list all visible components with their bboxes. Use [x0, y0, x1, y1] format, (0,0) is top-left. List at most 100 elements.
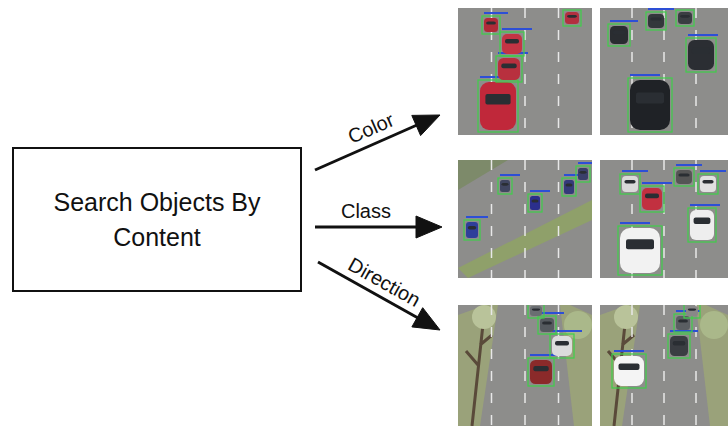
traffic-photo: [458, 301, 592, 426]
lane-marking: [524, 8, 526, 135]
bounding-box: [618, 226, 662, 275]
bounding-box: [674, 168, 694, 186]
car: [688, 205, 720, 242]
id-tag: [642, 182, 672, 184]
bounding-box: [528, 358, 554, 386]
photo-detail: [480, 82, 516, 130]
bounding-box: [576, 166, 590, 182]
arrow-line: [315, 226, 417, 229]
traffic-photo: [458, 160, 598, 278]
car: [528, 191, 550, 212]
id-tag: [630, 74, 660, 76]
lane-marking: [524, 160, 526, 278]
lane-marking: [491, 160, 493, 278]
bounding-box: [538, 316, 556, 334]
photo-detail: [614, 356, 644, 386]
photo-detail: [552, 336, 572, 356]
lane-marking: [558, 8, 560, 135]
photo-detail: [686, 306, 698, 316]
lane-marking: [491, 305, 493, 426]
bounding-box: [698, 174, 718, 194]
photo-detail: [692, 48, 710, 55]
photo-detail: [619, 364, 640, 371]
photo-detail: [642, 188, 662, 210]
id-tag: [502, 28, 532, 30]
photo-detail: [636, 93, 664, 104]
bounding-box: [498, 178, 512, 194]
photo-detail: [600, 160, 728, 278]
id-tag: [700, 170, 726, 172]
photo-detail: [555, 341, 569, 345]
photo-detail: [567, 15, 577, 18]
photo-detail: [650, 18, 661, 21]
photo-detail: [564, 311, 592, 339]
car: [676, 8, 702, 26]
id-tag: [688, 34, 718, 36]
photo-detail: [614, 305, 638, 329]
photo-detail: [530, 196, 540, 210]
traffic-photo: [458, 7, 592, 135]
id-tag: [648, 8, 674, 10]
photo-detail: [694, 218, 711, 225]
car: [618, 223, 662, 275]
photo-detail: [700, 311, 728, 339]
arrows: [315, 115, 442, 330]
car: [563, 8, 589, 26]
photo-detail: [702, 180, 713, 184]
photo-detail: [472, 305, 496, 329]
photo-detail: [540, 318, 554, 332]
bounding-box: [550, 334, 574, 358]
photo-detail: [624, 180, 635, 184]
photo-detail: [501, 64, 516, 69]
tree: [466, 315, 492, 426]
id-tag: [614, 350, 644, 352]
road: [600, 8, 728, 135]
content-box: Search Objects By Content: [12, 147, 302, 292]
bounding-box: [482, 16, 500, 34]
car: [612, 351, 646, 388]
car: [464, 217, 488, 240]
bounding-box: [640, 186, 664, 212]
car: [482, 13, 508, 34]
photo-detail: [466, 222, 478, 238]
photo-detail: [566, 184, 573, 187]
photo-detail: [533, 366, 548, 371]
lane-marking: [558, 160, 560, 278]
bounding-box: [562, 178, 576, 196]
bounding-box: [676, 10, 694, 26]
photo-detail: [680, 15, 690, 18]
photo-detail: [485, 94, 510, 105]
photo-detail: [498, 58, 520, 80]
road: [458, 8, 592, 135]
photo-detail: [580, 171, 587, 174]
median: [696, 305, 728, 426]
id-tag: [500, 174, 520, 176]
bounding-box: [608, 24, 630, 46]
photo-detail: [500, 180, 510, 192]
lane-marking: [558, 305, 560, 426]
photo-detail: [678, 174, 689, 177]
photo-detail: [578, 168, 588, 180]
photo-detail: [564, 180, 574, 194]
bounding-box: [500, 32, 524, 56]
bounding-box: [688, 208, 716, 242]
bounding-box: [684, 305, 700, 318]
bounding-box: [686, 38, 716, 72]
photo-detail: [530, 306, 542, 316]
photo-detail: [505, 39, 519, 43]
median: [600, 305, 640, 426]
arrow-head: [412, 115, 440, 136]
car: [628, 75, 672, 132]
photo-detail: [700, 176, 716, 192]
id-tag: [622, 170, 648, 172]
photo-detail: [530, 360, 552, 384]
photo-detail: [565, 12, 579, 24]
photo-detail: [484, 18, 498, 32]
bounding-box: [496, 56, 522, 82]
traffic-photo: [600, 7, 728, 135]
id-tag: [466, 216, 488, 218]
photo-detail: [532, 200, 539, 203]
id-tag: [484, 12, 508, 14]
photo-detail: [502, 183, 509, 186]
car: [620, 171, 648, 194]
